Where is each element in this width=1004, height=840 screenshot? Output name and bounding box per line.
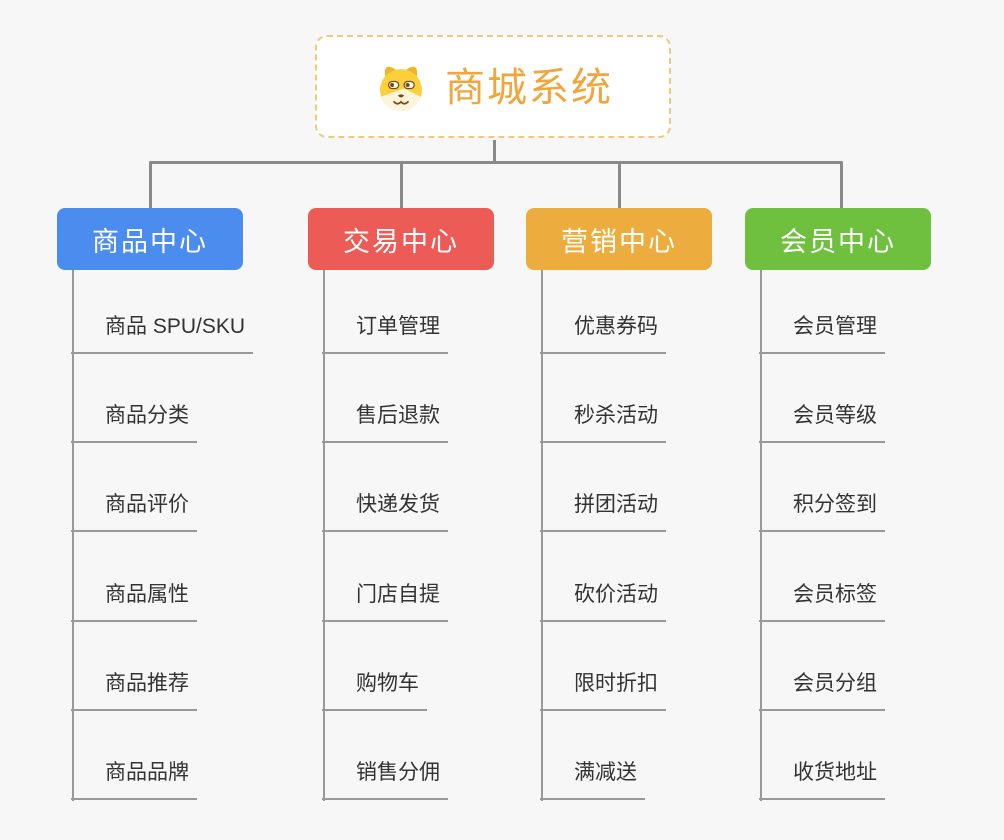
leaf-node[interactable]: 售后退款 <box>322 404 448 444</box>
branch-header-2[interactable]: 营销中心 <box>526 208 712 270</box>
leaf-node[interactable]: 快递发货 <box>322 493 448 533</box>
leaf-node[interactable]: 商品评价 <box>71 493 197 533</box>
leaf-node[interactable]: 商品推荐 <box>71 672 197 712</box>
connector-drop-marketing <box>618 163 621 208</box>
leaf-node[interactable]: 满减送 <box>540 761 645 801</box>
leaf-node[interactable]: 积分签到 <box>759 493 885 533</box>
root-title: 商城系统 <box>445 65 613 110</box>
leaf-node[interactable]: 购物车 <box>322 672 427 712</box>
branch-header-3[interactable]: 会员中心 <box>745 208 931 270</box>
leaf-node[interactable]: 订单管理 <box>322 315 448 355</box>
leaf-node[interactable]: 商品 SPU/SKU <box>71 315 254 355</box>
leaf-node[interactable]: 门店自提 <box>322 583 448 623</box>
leaf-node[interactable]: 商品分类 <box>71 404 197 444</box>
leaf-node[interactable]: 收货地址 <box>759 761 885 801</box>
branch-connector-line <box>72 270 74 801</box>
dog-face-icon <box>380 66 422 111</box>
leaf-node[interactable]: 秒杀活动 <box>540 404 666 444</box>
leaf-node[interactable]: 商品品牌 <box>71 761 197 801</box>
leaf-node[interactable]: 限时折扣 <box>540 672 666 712</box>
leaf-node[interactable]: 会员等级 <box>759 404 885 444</box>
leaf-node[interactable]: 砍价活动 <box>540 583 666 623</box>
connector-drop-trade <box>400 163 403 208</box>
leaf-node[interactable]: 拼团活动 <box>540 493 666 533</box>
connector-drop-members <box>840 163 843 208</box>
leaf-node[interactable]: 会员分组 <box>759 672 885 712</box>
branch-header-0[interactable]: 商品中心 <box>57 208 243 270</box>
root-node-mall-system[interactable]: 商城系统 <box>315 35 671 138</box>
connector-bus-line <box>149 161 843 164</box>
branch-header-1[interactable]: 交易中心 <box>308 208 494 270</box>
branch-connector-line <box>323 270 325 801</box>
branch-connector-line <box>541 270 543 801</box>
branch-connector-line <box>760 270 762 801</box>
leaf-node[interactable]: 会员管理 <box>759 315 885 355</box>
connector-drop-products <box>149 163 152 208</box>
leaf-node[interactable]: 会员标签 <box>759 583 885 623</box>
leaf-node[interactable]: 商品属性 <box>71 583 197 623</box>
leaf-node[interactable]: 销售分佣 <box>322 761 448 801</box>
leaf-node[interactable]: 优惠券码 <box>540 315 666 355</box>
connector-root-stub <box>493 140 496 163</box>
